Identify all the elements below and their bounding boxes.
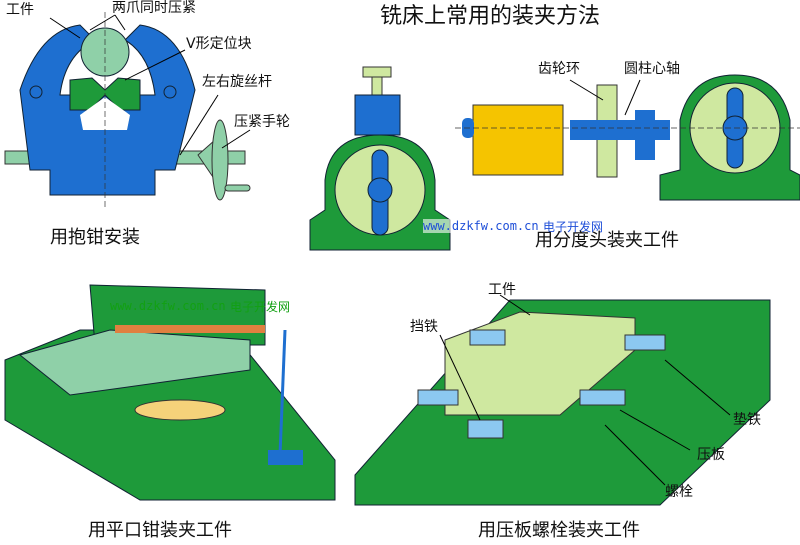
caption-plate-clamp: 用压板螺栓装夹工件 xyxy=(478,520,640,541)
label-two-jaws: 两爪同时压紧 xyxy=(112,0,196,16)
watermark-site-2: 电子开发网 xyxy=(230,300,291,314)
dividing-head-illustration xyxy=(309,66,800,251)
label-lr-screw: 左右旋丝杆 xyxy=(202,74,272,90)
watermark-url-1: www.dzkfw.com.cn xyxy=(423,219,539,233)
label-mandrel: 圆柱心轴 xyxy=(624,61,680,77)
page-title: 铣床上常用的装夹方法 xyxy=(380,4,601,29)
label-gear-ring: 齿轮环 xyxy=(538,61,580,77)
label-stop-block: 挡铁 xyxy=(410,319,438,335)
watermark-site-1: 电子开发网 xyxy=(543,218,604,235)
label-handwheel: 压紧手轮 xyxy=(234,114,290,130)
label-shim: 垫铁 xyxy=(733,412,761,428)
clamp-illustration xyxy=(4,12,251,210)
label-v-block: V形定位块 xyxy=(186,36,252,52)
caption-dividing-head: 用分度头装夹工件 xyxy=(535,230,679,251)
label-bolt: 螺栓 xyxy=(665,484,693,500)
label-workpiece-4: 工件 xyxy=(488,282,516,298)
caption-vise: 用平口钳装夹工件 xyxy=(88,520,232,541)
label-clamp-plate: 压板 xyxy=(697,447,725,463)
watermark-url-2: www.dzkfw.com.cn xyxy=(110,299,226,313)
label-workpiece-1: 工件 xyxy=(6,2,34,18)
plate-clamp-illustration xyxy=(354,294,771,506)
vise-illustration xyxy=(4,284,336,501)
caption-clamp: 用抱钳安装 xyxy=(50,227,140,248)
